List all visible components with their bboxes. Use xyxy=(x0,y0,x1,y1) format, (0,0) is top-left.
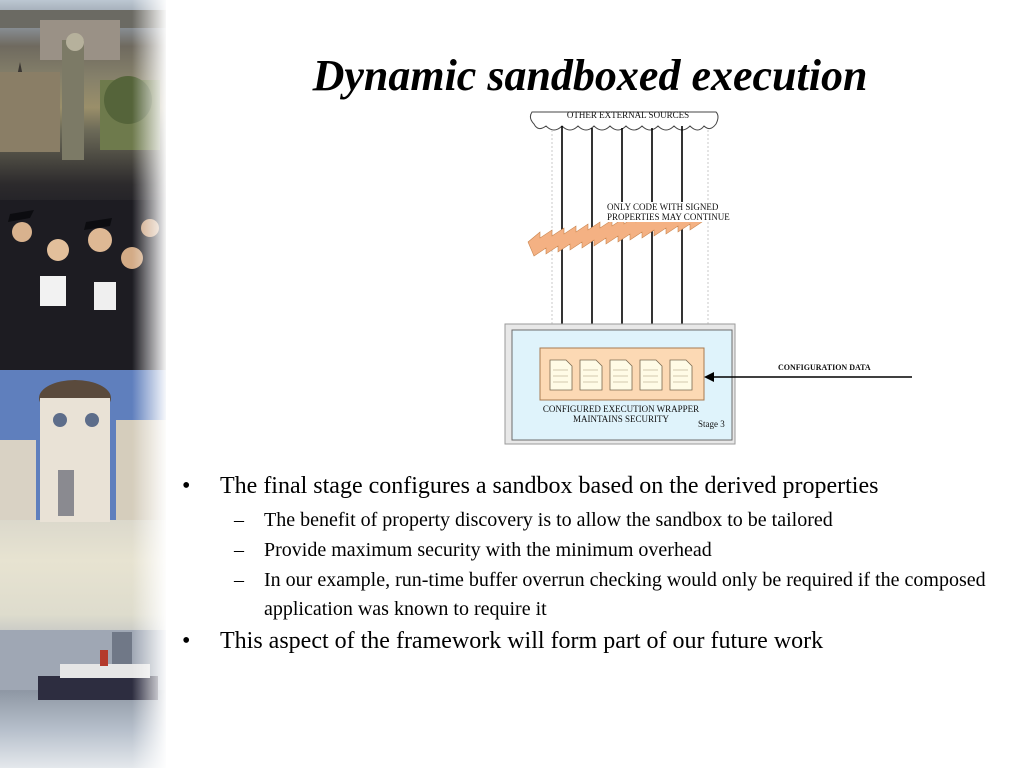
signed-note-line-1: ONLY CODE WITH SIGNED xyxy=(607,202,730,212)
sandbox-diagram: OTHER EXTERNAL SOURCES ONLY CODE WITH SI… xyxy=(500,104,920,450)
sub-bullet-item: – In our example, run-time buffer overru… xyxy=(180,566,1010,624)
bullet-text: The final stage configures a sandbox bas… xyxy=(220,473,878,499)
stage-label: Stage 3 xyxy=(698,419,725,429)
signed-properties-note: ONLY CODE WITH SIGNED PROPERTIES MAY CON… xyxy=(607,202,730,222)
bullet-text: This aspect of the framework will form p… xyxy=(220,628,823,654)
bullet-list: • The final stage configures a sandbox b… xyxy=(180,470,1010,661)
sub-bullet-marker: – xyxy=(234,536,244,565)
sub-bullet-marker: – xyxy=(234,566,244,595)
wrapper-label-line-2: MAINTAINS SECURITY xyxy=(536,414,706,424)
diagram-graphic xyxy=(500,104,920,450)
sub-bullet-text: In our example, run-time buffer overrun … xyxy=(264,569,986,620)
bullet-marker: • xyxy=(182,625,190,657)
slide-title: Dynamic sandboxed execution xyxy=(180,50,1000,102)
sub-bullet-text: Provide maximum security with the minimu… xyxy=(264,539,712,561)
signed-note-line-2: PROPERTIES MAY CONTINUE xyxy=(607,212,730,222)
sub-bullet-text: The benefit of property discovery is to … xyxy=(264,509,833,531)
bullet-item: • The final stage configures a sandbox b… xyxy=(180,470,1010,502)
wrapper-label-line-1: CONFIGURED EXECUTION WRAPPER xyxy=(536,404,706,414)
wrapper-label: CONFIGURED EXECUTION WRAPPER MAINTAINS S… xyxy=(536,404,706,424)
bullet-marker: • xyxy=(182,470,190,502)
sub-bullet-marker: – xyxy=(234,506,244,535)
bullet-item: • This aspect of the framework will form… xyxy=(180,625,1010,657)
configuration-data-label: CONFIGURATION DATA xyxy=(778,363,871,373)
cloud-label: OTHER EXTERNAL SOURCES xyxy=(558,110,698,120)
strip-fade-overlay xyxy=(132,0,166,768)
decorative-photo-strip xyxy=(0,0,166,768)
sub-bullet-item: – The benefit of property discovery is t… xyxy=(180,506,1010,535)
sub-bullet-item: – Provide maximum security with the mini… xyxy=(180,536,1010,565)
